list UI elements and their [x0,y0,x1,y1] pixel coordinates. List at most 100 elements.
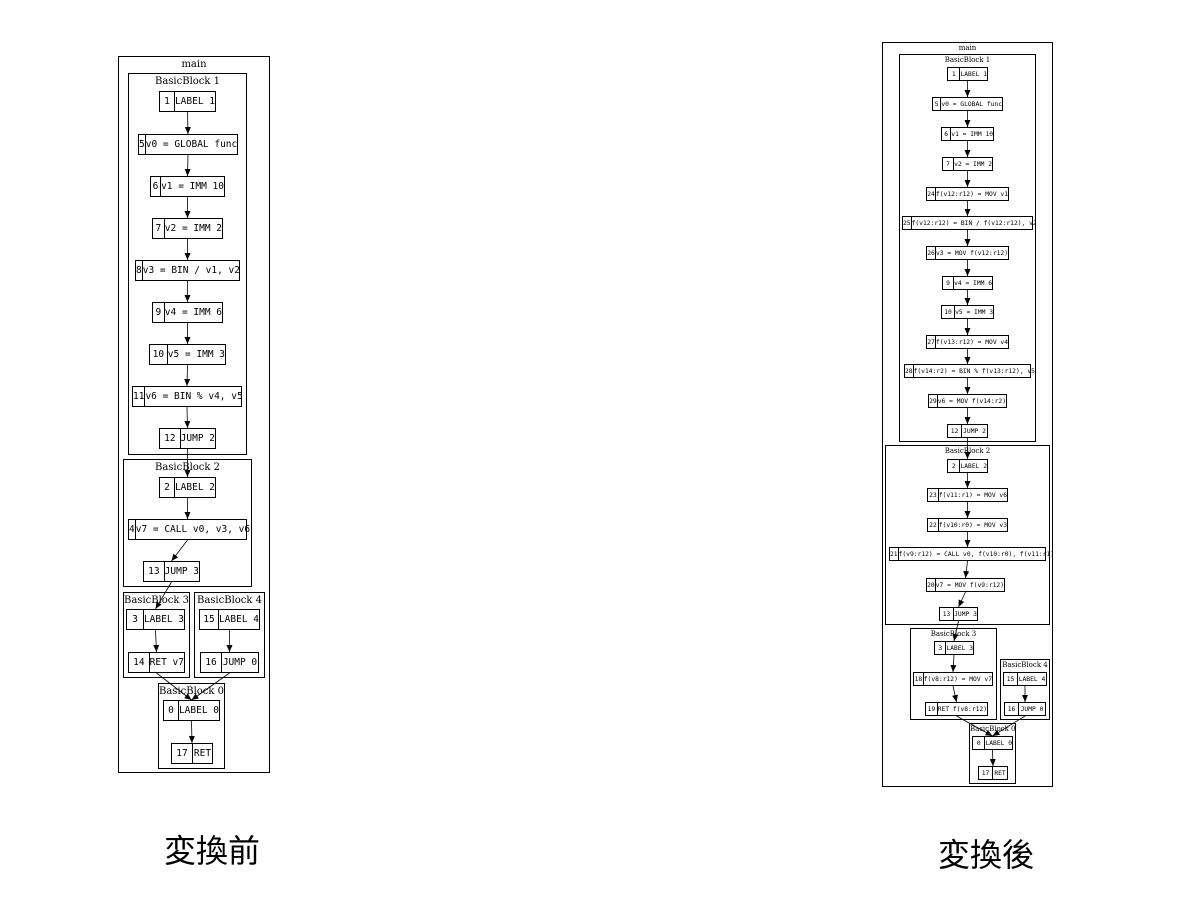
instruction-text: f(v9:r12) = CALL v0, f(v10:r0), f(v11:r1… [898,550,1055,558]
instruction-id: 3 [935,642,947,654]
instruction-text: LABEL 1 [960,70,987,78]
instruction-text: LABEL 4 [218,614,259,625]
instruction-text: RET v7 [149,657,184,668]
instruction-id: 3 [127,610,144,629]
instruction-text: v5 = IMM 3 [955,308,993,316]
basic-block-label: BasicBlock 1 [944,56,991,64]
instruction-text: f(v14:r2) = BIN % f(v13:r12), v5 [913,367,1035,375]
instruction-id: 9 [943,277,955,289]
cfg-edge [171,539,188,562]
instruction-id: 23 [928,489,939,501]
instruction-text: LABEL 2 [174,482,215,493]
instruction-id: 1 [948,68,961,80]
cfg-edge [156,672,192,701]
instruction-id: 13 [144,562,165,581]
instruction-id: 10 [150,345,168,364]
instruction-id: 16 [201,653,222,672]
instruction-text: JUMP 3 [954,610,977,618]
basic-block-label: BasicBlock 1 [154,76,220,87]
instruction-id: 13 [940,608,954,620]
cfg-edge [184,154,191,177]
instruction-id: 6 [151,177,162,196]
instruction-id: 6 [942,128,952,140]
basic-block-cluster: BasicBlock 0 [158,683,225,769]
instruction-id: 0 [164,701,179,720]
instruction-text: v1 = IMM 10 [951,130,993,138]
instruction-text: v4 = IMM 6 [954,279,992,287]
instruction-text: JUMP 3 [164,566,199,577]
cfg-edge [989,749,996,767]
instruction-id: 14 [129,653,150,672]
instruction-text: v4 = IMM 6 [164,307,222,318]
instruction-id: 17 [979,767,993,779]
instruction-id: 10 [942,306,956,318]
cfg-edge [958,591,966,608]
instruction-text: v0 = GLOBAL func [145,139,238,150]
instruction-text: LABEL 4 [1018,675,1046,683]
cfg-edge [191,672,230,701]
instruction-text: f(v11:r1) = MOV v6 [938,491,1007,499]
basic-block-label: BasicBlock 4 [1002,661,1048,669]
instruction-id: 5 [139,135,146,154]
instruction-text: f(v8:r12) = MOV v7 [923,675,992,683]
instruction-text: RET [193,748,212,759]
instruction-id: 27 [927,336,936,348]
instruction-id: 7 [943,158,955,170]
instruction-text: JUMP 0 [222,657,258,668]
function-label: main [958,44,977,52]
cfg-edge [184,364,191,387]
instruction-id: 18 [914,673,924,685]
instruction-id: 2 [160,478,175,497]
instruction-text: v6 = MOV f(v14:r2) [937,397,1006,405]
instruction-text: v7 = MOV f(v9:r12) [935,581,1004,589]
basic-block-cluster: BasicBlock 0 [969,723,1016,784]
instruction-id: 29 [929,395,938,407]
instruction-text: v1 = IMM 10 [161,181,224,192]
cfg-edge [155,581,172,610]
instruction-text: RET [994,769,1006,777]
basic-block-cluster: BasicBlock 4 [1000,659,1050,720]
cfg-edge [992,715,1026,737]
instruction-text: v2 = IMM 2 [954,160,992,168]
basic-block-label: BasicBlock 3 [124,595,190,606]
instruction-id: 26 [927,247,936,259]
instruction-text: v2 = IMM 2 [164,223,222,234]
after-caption: 変換後 [938,836,1035,874]
basic-block-label: BasicBlock 0 [159,686,225,697]
instruction-id: 16 [1005,703,1019,715]
instruction-text: JUMP 0 [1020,705,1044,713]
instruction-id: 8 [136,261,143,280]
function-cluster: main [118,56,270,773]
cfg-edge [952,685,958,703]
instruction-id: 2 [948,460,961,472]
instruction-id: 7 [153,219,165,238]
